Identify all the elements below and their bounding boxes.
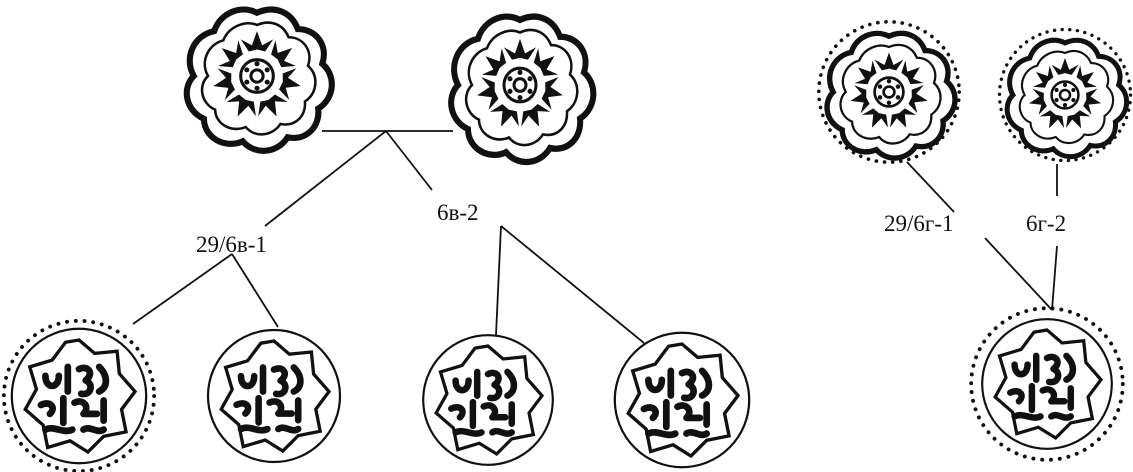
label-6v-2: 6в-2	[437, 200, 479, 225]
legend-coin-1	[1, 318, 157, 472]
link-a-coin-1	[132, 253, 233, 325]
link-right-branch-a	[984, 237, 1053, 311]
legend-coin-2	[208, 330, 340, 462]
link-to-branch-b	[385, 130, 433, 191]
link-to-branch-a	[264, 130, 387, 227]
legend-coin-5	[969, 306, 1125, 462]
rosette-coin-3	[816, 19, 962, 164]
label-6g-2: 6г-2	[1026, 211, 1067, 236]
link-right-branch-b	[1051, 245, 1058, 311]
legend-coin-4	[615, 333, 749, 467]
label-29-6v-1: 29/6в-1	[196, 232, 267, 257]
label-29-6g-1: 29/6г-1	[884, 211, 954, 236]
link-a-coin-2	[231, 253, 279, 328]
legend-coin-3	[423, 335, 553, 465]
link-b-coin-1	[495, 225, 502, 336]
rosette-coin-4	[997, 27, 1133, 163]
rosette-coin-1	[187, 10, 332, 151]
link-right-rosette-1	[906, 161, 955, 213]
connector-lines	[132, 130, 1058, 344]
rosette-coin-2	[451, 17, 593, 162]
link-b-coin-2	[500, 225, 645, 344]
